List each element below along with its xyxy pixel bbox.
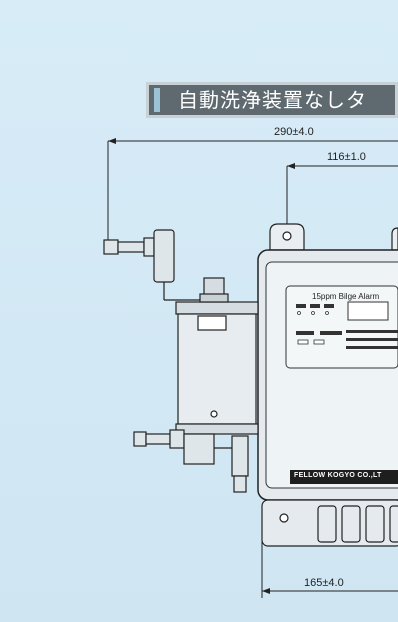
alarm-cabinet <box>257 249 398 501</box>
drawing-title: 自動洗浄装置なしタ <box>178 88 367 112</box>
upper-valve-assembly <box>103 229 200 301</box>
top-mount-bracket-right <box>391 227 398 251</box>
title-accent-stripe <box>154 88 160 112</box>
maker-plate-label: FELLOW KOGYO CO.,LT <box>292 472 384 479</box>
lcd-display <box>347 301 389 321</box>
base-width-dimension: 165±4.0 <box>304 577 344 589</box>
lower-valve-assembly <box>133 429 249 493</box>
panel-model-label: 15ppm Bilge Alarm <box>312 292 380 301</box>
cabinet-base <box>261 499 398 547</box>
title-banner <box>146 82 398 118</box>
detector-cylinder <box>175 277 259 435</box>
bracket-offset-dimension: 116±1.0 <box>327 151 366 163</box>
overall-width-dimension: 290±4.0 <box>274 126 314 138</box>
